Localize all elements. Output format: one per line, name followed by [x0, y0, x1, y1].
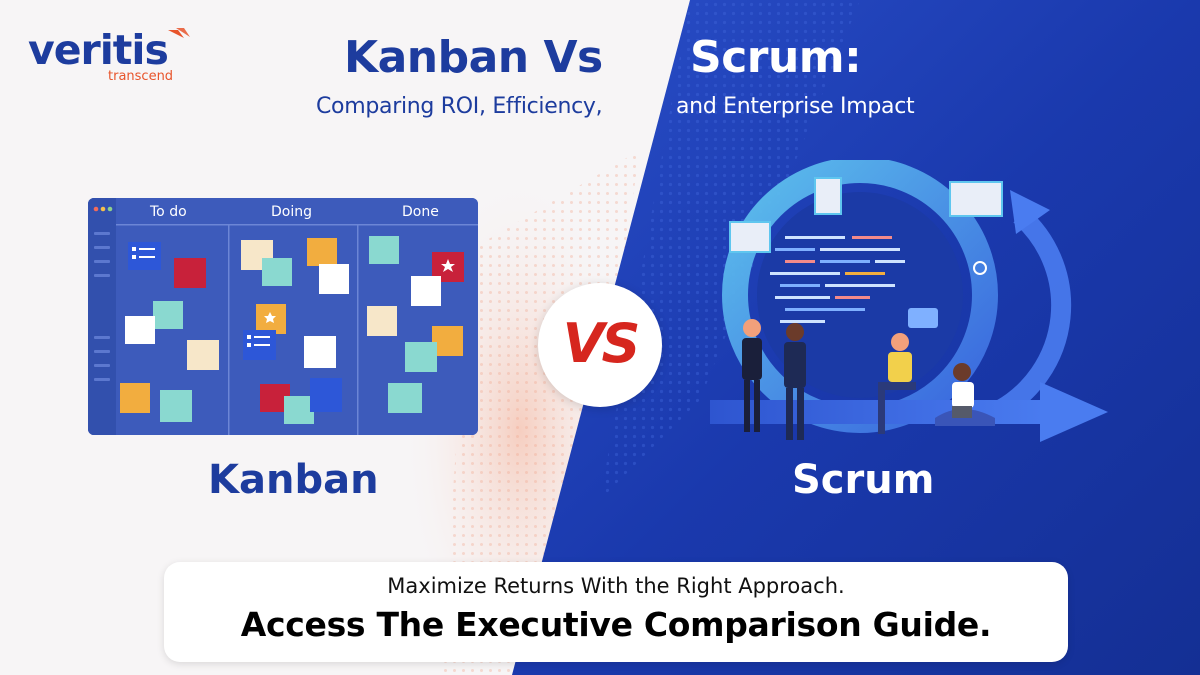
cta-banner[interactable]: Maximize Returns With the Right Approach…	[164, 562, 1068, 662]
vs-badge: VS	[538, 283, 662, 407]
kanban-board-graphic	[88, 198, 478, 435]
vs-badge-text: VS	[562, 312, 641, 375]
column-label-todo: To do	[150, 204, 187, 220]
column-label-done: Done	[402, 204, 439, 220]
scrum-cycle-illustration	[710, 160, 1108, 442]
brand-logo-text: veritis	[28, 26, 169, 74]
kanban-board-illustration: To do Doing Done	[88, 198, 478, 435]
logo-chevron-icon	[168, 28, 190, 38]
title-scrum: Scrum:	[690, 32, 862, 83]
title-kanban-vs: Kanban Vs	[344, 32, 603, 83]
subtitle-left: Comparing ROI, Efficiency,	[316, 94, 603, 119]
scrum-label: Scrum	[792, 457, 935, 503]
cta-heading[interactable]: Access The Executive Comparison Guide.	[240, 605, 992, 644]
cta-subheading: Maximize Returns With the Right Approach…	[387, 574, 845, 598]
column-label-doing: Doing	[271, 204, 312, 220]
brand-tagline: transcend	[108, 69, 174, 84]
kanban-label: Kanban	[208, 457, 379, 503]
subtitle-right: and Enterprise Impact	[676, 94, 915, 119]
